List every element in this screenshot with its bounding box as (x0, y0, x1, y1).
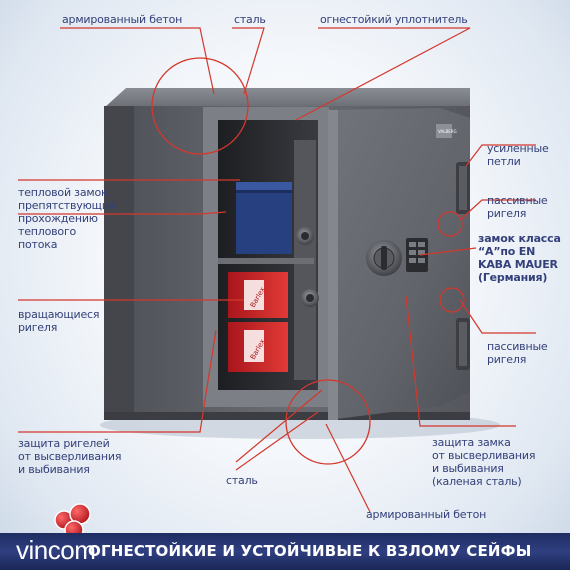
blue-box (236, 182, 292, 254)
label-steel-bottom: сталь (226, 474, 258, 487)
callout-line (18, 211, 227, 215)
callout-line (235, 389, 323, 463)
banner-title: ОГНЕСТОЙКИЕ И УСТОЙЧИВЫЕ К ВЗЛОМУ СЕЙФЫ (88, 542, 532, 560)
label-rotating-bolts: вращающиеся ригеля (18, 308, 100, 334)
callout-line (405, 295, 516, 427)
rotating-bolt (301, 289, 319, 307)
red-binder: Barlex (228, 322, 288, 372)
passive-bolt-marker (437, 211, 463, 237)
passive-bolt-marker (439, 287, 465, 313)
safe-door: VALBERG (328, 108, 470, 420)
callout-line (325, 423, 371, 513)
callout-line (232, 27, 265, 95)
red-binder: Barlex (228, 272, 288, 318)
bottom-banner (0, 533, 570, 570)
callout-lines (18, 27, 536, 513)
label-passive-bolts-bottom: пассивные ригеля (487, 340, 548, 366)
label-steel-top: сталь (234, 13, 266, 26)
detail-circle-top (151, 57, 249, 155)
label-hinges: усиленные петли (487, 142, 549, 168)
label-reinforced-concrete-bottom: армированный бетон (366, 508, 487, 521)
rotating-bolt (296, 227, 314, 245)
logo-text: vincom (16, 535, 96, 565)
brand-plate (436, 124, 452, 138)
callout-line (459, 299, 536, 334)
callout-line (465, 144, 536, 167)
label-fire-seal: огнестойкий уплотнитель (320, 13, 468, 26)
callout-line (459, 199, 536, 221)
callout-line (60, 27, 215, 95)
label-lock-class: замок класса “А”по EN KABA MAUER (Герман… (478, 232, 561, 284)
label-bolt-protection: защита ригелей от высверливания и выбива… (18, 437, 122, 476)
hinge (456, 162, 470, 214)
callout-line (235, 411, 319, 471)
callout-line (295, 27, 471, 121)
label-lock-protection: защита замка от высверливания и выбивани… (432, 436, 536, 488)
callout-line (419, 247, 477, 256)
callout-line (18, 329, 217, 433)
brand-plate-text: VALBERG (438, 129, 457, 134)
label-reinforced-concrete-top: армированный бетон (62, 13, 183, 26)
label-passive-bolts-top: пассивные ригеля (487, 194, 548, 220)
hinge (456, 318, 470, 370)
label-thermal-lock: тепловой замок, препятствующий прохожден… (18, 186, 116, 251)
detail-circle-bottom (285, 379, 371, 465)
